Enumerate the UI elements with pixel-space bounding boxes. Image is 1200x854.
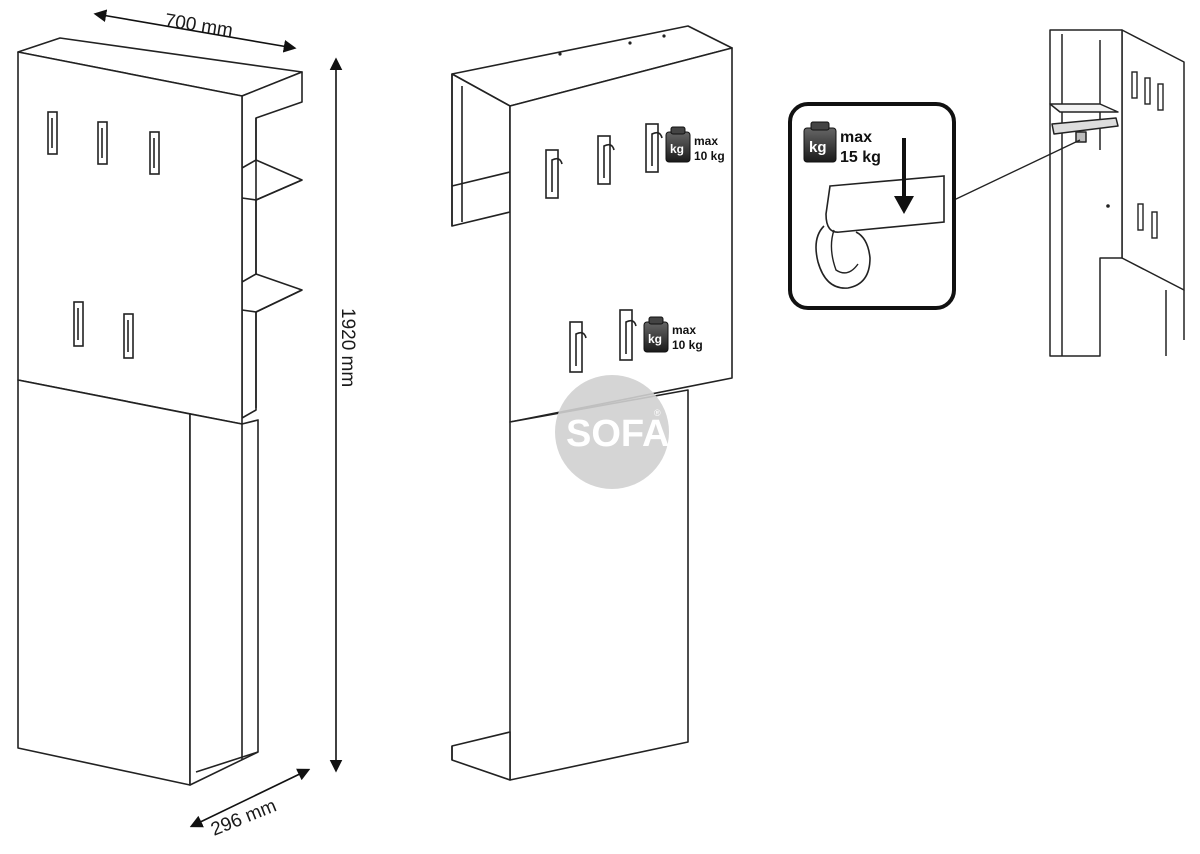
upper-front-panel: [17, 51, 243, 425]
hook-icon: [97, 121, 108, 165]
svg-text:SOFA: SOFA: [566, 413, 669, 455]
left-view-hall-stand: [17, 37, 303, 786]
load-value-text: 10 kg: [694, 149, 725, 163]
inner-shelf: [1049, 103, 1119, 113]
svg-text:kg: kg: [648, 332, 662, 346]
lower-hooks-load-label: kg max 10 kg: [643, 316, 703, 353]
load-max-text: max: [672, 323, 696, 337]
upper-front-panel: [509, 47, 733, 423]
weight-icon: kg: [665, 126, 691, 163]
weight-icon: kg: [643, 316, 669, 353]
depth-label: 296 mm: [208, 795, 280, 840]
sofa-watermark: SOFA ®: [555, 375, 669, 489]
screw-dot: [1106, 204, 1110, 208]
upper-shelf: [241, 159, 303, 201]
hook-icon: [619, 309, 637, 361]
left-view-hooks: [47, 111, 160, 359]
lower-side-panel: [189, 413, 259, 786]
middle-view-top-dots: [558, 34, 666, 56]
load-value-text: 15 kg: [840, 149, 881, 166]
load-max-text: max: [694, 134, 718, 148]
rail: [1051, 117, 1119, 135]
svg-text:®: ®: [654, 408, 661, 418]
lower-shelf: [241, 273, 303, 313]
svg-text:kg: kg: [670, 142, 684, 156]
hook-icon: [645, 123, 663, 173]
back-panel: [1049, 29, 1123, 357]
lower-front-panel: [17, 379, 191, 786]
svg-text:kg: kg: [809, 139, 827, 156]
hook-icon: [73, 301, 84, 347]
shelf-side-panel: [241, 71, 303, 419]
callout-line: [953, 139, 1081, 201]
load-max-text: max: [840, 129, 872, 146]
hook-icon: [149, 131, 160, 175]
hanging-rail: [825, 175, 945, 233]
height-dimension: 1920 mm: [329, 57, 358, 773]
upper-hooks-load-label: kg max 10 kg: [665, 126, 725, 163]
right-view-partial-stand: [1049, 29, 1185, 357]
side-panel: [1121, 29, 1185, 291]
width-label: 700 mm: [163, 10, 234, 41]
width-dimension: 700 mm: [93, 9, 297, 53]
hook-icon: [123, 313, 134, 359]
hook-icon: [569, 321, 587, 373]
load-value-text: 10 kg: [672, 338, 703, 352]
hook-icon: [597, 135, 615, 185]
hanger-icon: [815, 225, 871, 289]
hook-icon: [47, 111, 58, 155]
rail-detail-callout: kg max 15 kg: [788, 102, 956, 310]
middle-view-hooks: [545, 123, 663, 373]
base-plate: [451, 731, 511, 781]
right-view-hooks: [1131, 71, 1164, 239]
hook-icon: [545, 149, 563, 199]
depth-dimension: 296 mm: [189, 768, 311, 841]
weight-icon: kg: [803, 121, 837, 163]
height-label: 1920 mm: [337, 308, 358, 387]
